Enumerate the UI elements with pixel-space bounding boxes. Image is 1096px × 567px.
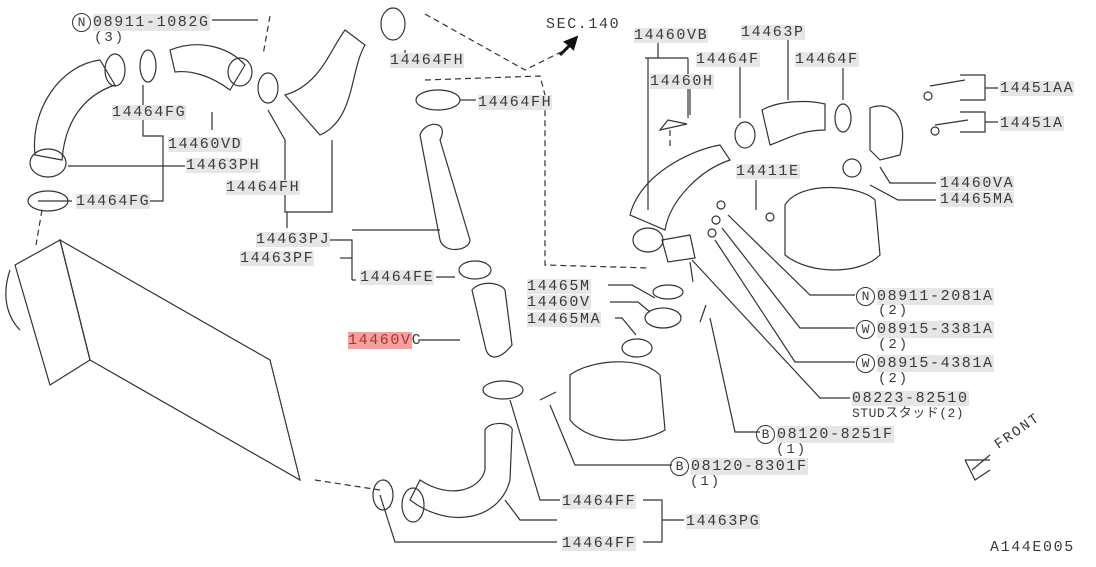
label-14464ff[interactable]: 14464FF <box>562 493 637 510</box>
label-14460h[interactable]: 14460H <box>650 73 714 90</box>
nut-symbol: N <box>72 13 91 32</box>
quantity: (2) <box>878 371 910 387</box>
sec-140-arrow <box>558 35 579 57</box>
label-14465m[interactable]: 14465M <box>527 278 591 295</box>
quantity: (1) <box>776 442 808 458</box>
diagram-code: A144E005 <box>990 539 1075 556</box>
stud-description: STUDスタッド(2) <box>852 406 965 421</box>
label-14463pj[interactable]: 14463PJ <box>256 231 331 248</box>
part-number: 08911-1082G <box>93 14 210 32</box>
label-14463pg[interactable]: 14463PG <box>686 513 761 530</box>
label-14464fh[interactable]: 14464FH <box>390 52 465 69</box>
label-14464fh[interactable]: 14464FH <box>226 179 301 196</box>
washer-symbol: W <box>856 354 875 373</box>
label-14451aa[interactable]: 14451AA <box>1000 80 1075 97</box>
part-number: 08120-8301F <box>691 458 808 476</box>
label-14460vc-selected[interactable]: 14460VC <box>348 332 423 349</box>
part-suffix: C <box>411 332 423 349</box>
quantity: (2) <box>878 303 910 319</box>
dashed-guides <box>35 13 671 491</box>
bolt-symbol: B <box>670 457 689 476</box>
label-14460va[interactable]: 14460VA <box>940 175 1015 192</box>
label-14465ma[interactable]: 14465MA <box>940 191 1015 208</box>
label-14464ff[interactable]: 14464FF <box>562 535 637 552</box>
label-14451a[interactable]: 14451A <box>1000 115 1064 132</box>
selected-part-highlight: 14460V <box>348 332 412 349</box>
label-14464fg[interactable]: 14464FG <box>112 104 187 121</box>
label-14464f[interactable]: 14464F <box>696 51 760 68</box>
quantity: (3) <box>94 30 126 46</box>
label-14463pf[interactable]: 14463PF <box>240 250 315 267</box>
quantity: (1) <box>690 474 722 490</box>
part-number: 08120-8251F <box>777 426 894 444</box>
label-14460v[interactable]: 14460V <box>527 294 591 311</box>
label-08223-82510[interactable]: 08223-82510 <box>852 390 969 407</box>
label-14460vb[interactable]: 14460VB <box>634 27 709 44</box>
part-number: 08915-4381A <box>877 355 994 373</box>
part-outlines <box>5 7 991 523</box>
part-number: 08911-2081A <box>877 288 994 306</box>
washer-symbol: W <box>856 320 875 339</box>
part-number: 08915-3381A <box>877 321 994 339</box>
leader-lines <box>38 19 998 543</box>
label-14464fe[interactable]: 14464FE <box>360 269 435 286</box>
label-14460vd[interactable]: 14460VD <box>168 136 243 153</box>
label-14464fh[interactable]: 14464FH <box>478 94 553 111</box>
label-14411e[interactable]: 14411E <box>736 163 800 180</box>
label-14464fg[interactable]: 14464FG <box>76 193 151 210</box>
section-reference-link[interactable]: SEC.140 <box>546 16 621 33</box>
nut-symbol: N <box>856 287 875 306</box>
label-14463ph[interactable]: 14463PH <box>186 157 261 174</box>
label-14465ma[interactable]: 14465MA <box>527 311 602 328</box>
label-14463p[interactable]: 14463P <box>741 24 805 41</box>
label-14464f[interactable]: 14464F <box>795 51 859 68</box>
quantity: (2) <box>878 337 910 353</box>
bolt-symbol: B <box>756 425 775 444</box>
